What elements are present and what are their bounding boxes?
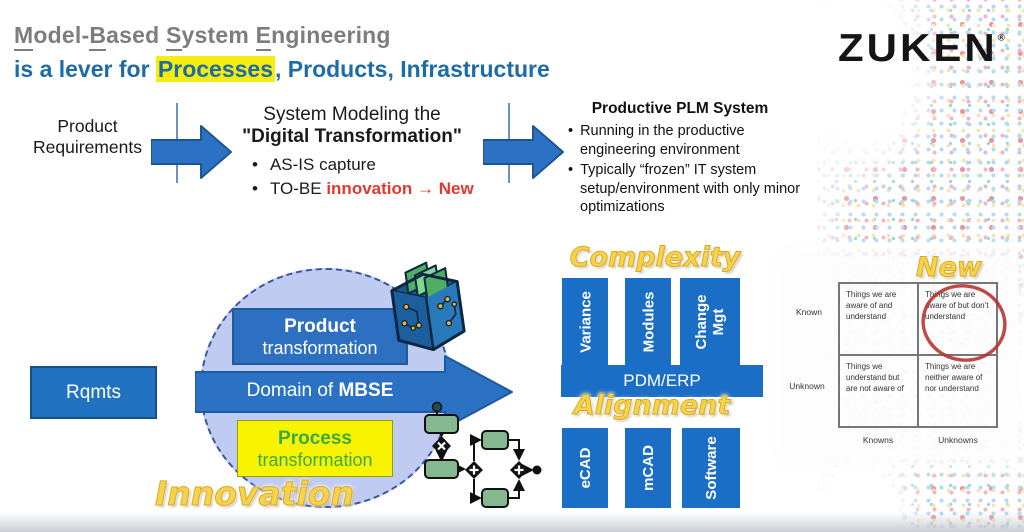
title-initial: M [14, 22, 34, 51]
subtitle-highlight: Processes [155, 56, 276, 82]
matrix-cell-unknown-knowns: Things we understand but are not aware o… [839, 355, 918, 427]
red-circle-annotation [921, 284, 1007, 362]
label-bold-text: MBSE [338, 380, 394, 401]
system-modeling-block: System Modeling the "Digital Transformat… [228, 104, 476, 201]
process-transformation-box: Process transformation [237, 420, 393, 477]
plm-bullets: Running in the productive engineering en… [552, 122, 808, 217]
column-change-mgt: Change Mgt [680, 278, 740, 365]
alignment-wordart: Alignment [573, 390, 731, 422]
column-label: eCAD [576, 447, 594, 489]
column-label: Software [702, 436, 720, 500]
column-software: Software [682, 428, 740, 508]
page-title: Model-Based System Engineering [14, 22, 391, 51]
matrix-row-label-unknown: Unknown [789, 381, 825, 391]
bullet-item: Typically “frozen” IT system setup/envir… [568, 161, 808, 217]
right-block-arrow-icon [483, 125, 564, 179]
innovation-wordart: Innovation [155, 474, 355, 514]
productive-plm-block: Productive PLM System Running in the pro… [552, 100, 808, 219]
process-flowchart-icon [424, 401, 542, 508]
column-label: mCAD [639, 445, 657, 491]
column-label: Change Mgt [693, 294, 727, 350]
title-initial: B [89, 22, 107, 51]
column-modules: Modules [625, 278, 671, 365]
subtitle-text: is a lever for [14, 56, 156, 82]
plm-heading: Productive PLM System [591, 100, 769, 117]
column-label: Modules [639, 291, 657, 352]
subtitle-text: , Products, Infrastructure [275, 56, 550, 82]
matrix-row-label-known: Known [796, 307, 822, 317]
product-transformation-box: Product transformation [232, 308, 408, 365]
bullet-accent-text: innovation → New [326, 179, 474, 198]
label-line: Requirements [33, 137, 142, 157]
bar-label: PDM/ERP [623, 371, 701, 390]
column-ecad: eCAD [562, 428, 608, 508]
bullet-text: TO-BE [269, 179, 327, 198]
bullet-text: AS-IS capture [269, 155, 376, 174]
label-text: Domain of [246, 380, 339, 401]
label-line: Product [57, 116, 118, 136]
title-initial: S [165, 22, 182, 51]
pdm-erp-bar: PDM/ERP [561, 365, 763, 397]
bullet-item: Running in the productive engineering en… [568, 122, 808, 159]
bullet-item: TO-BE innovation → New [252, 177, 476, 201]
logo-text: ZUKEN [838, 25, 998, 70]
box-subtitle: transformation [257, 449, 373, 470]
new-wordart: New [916, 252, 983, 284]
title-text: ased [106, 22, 166, 48]
page-subtitle: is a lever for Processes, Products, Infr… [14, 56, 550, 83]
system-modeling-heading: System Modeling the [263, 104, 441, 125]
bullet-item: AS-IS capture [252, 153, 476, 177]
rqmts-label: Rqmts [66, 381, 121, 403]
matrix-cell-known-knowns: Things we are aware of and understand [839, 283, 918, 355]
complexity-wordart: Complexity [569, 242, 741, 274]
registered-mark: ® [997, 33, 1006, 44]
digital-transformation-heading: "Digital Transformation" [242, 126, 462, 147]
title-text: ystem [181, 22, 256, 48]
right-block-arrow-icon [151, 125, 232, 179]
domain-of-mbse-label: Domain of MBSE [200, 380, 440, 402]
product-requirements-label: Product Requirements [10, 116, 165, 158]
system-modeling-bullets: AS-IS capture TO-BE innovation → New [228, 153, 476, 201]
title-initial: E [255, 22, 272, 51]
matrix-col-label-unknowns: Unknowns [938, 435, 978, 445]
column-mcad: mCAD [625, 428, 671, 508]
column-label: Variance [576, 290, 594, 353]
column-variance: Variance [562, 278, 608, 365]
circuit-cube-icon [390, 261, 466, 352]
box-title: Process [278, 427, 352, 449]
title-text: ngineering [271, 22, 391, 48]
box-subtitle: transformation [262, 337, 378, 358]
title-text: odel- [33, 22, 90, 48]
zuken-logo: ZUKEN® [838, 26, 1005, 70]
matrix-col-label-knowns: Knowns [862, 435, 894, 445]
box-title: Product [284, 315, 356, 337]
bottom-fade-strip [0, 512, 1024, 532]
rqmts-box: Rqmts [30, 366, 157, 419]
